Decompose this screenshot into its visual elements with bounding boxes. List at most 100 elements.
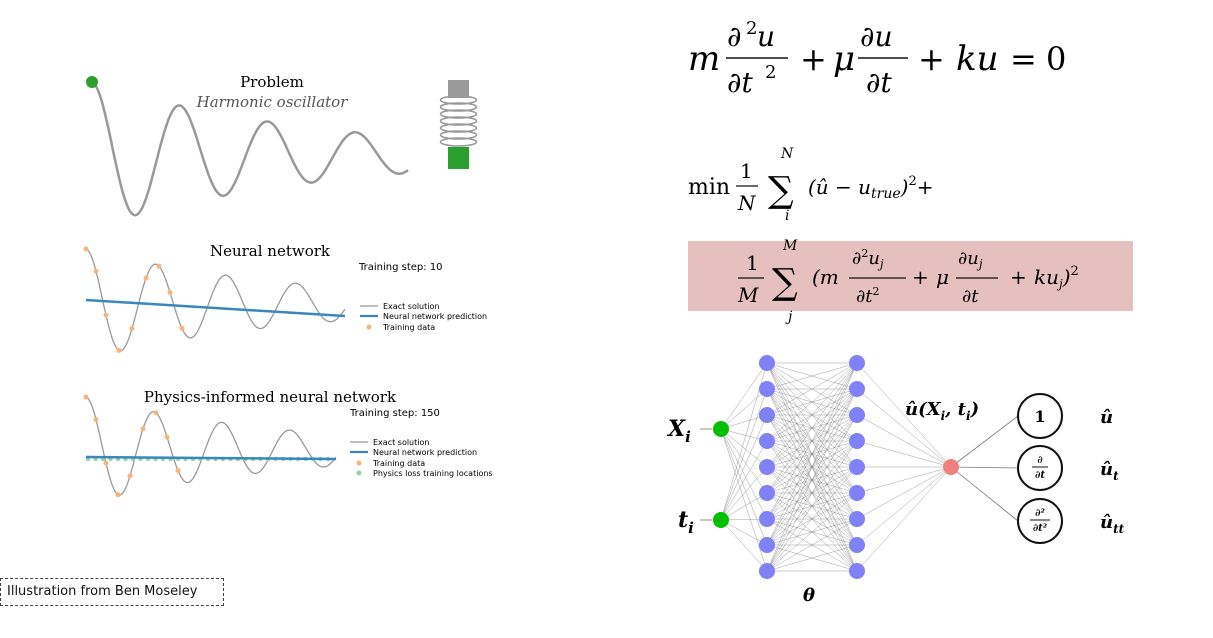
hidden-node (849, 511, 865, 527)
svg-text:∂t2: ∂t2 (856, 285, 880, 307)
start-point (86, 76, 98, 88)
svg-text:∂t: ∂t (962, 286, 979, 307)
svg-text:1: 1 (740, 159, 753, 183)
nn-training-point (116, 347, 122, 353)
nn-prediction-line (85, 298, 346, 318)
pinn-step: Training step: 150 (349, 408, 440, 419)
pinn-training-point (164, 434, 170, 440)
hidden-node (849, 433, 865, 449)
pinn-prediction-line (85, 455, 337, 461)
output-u: û (1100, 407, 1113, 428)
pinn-legend-prediction: Neural network prediction (373, 448, 477, 457)
svg-text:min: min (688, 175, 730, 200)
pinn-training-point (93, 417, 99, 423)
svg-text:∂u: ∂u (860, 20, 893, 53)
operator-nodes: 1 ∂ ∂t ∂² ∂t² (1017, 393, 1063, 544)
pinn-training-point (140, 426, 146, 432)
svg-text:∂2uj: ∂2uj (852, 247, 884, 271)
caption: Illustration from Ben Moseley (0, 578, 224, 606)
nn-legend-prediction: Neural network prediction (383, 312, 487, 321)
nn-training-point (156, 263, 162, 269)
pinn-training-point (103, 460, 109, 466)
svg-text:+: + (1010, 265, 1027, 289)
spring-mass-icon (439, 80, 478, 169)
nn-training-point (93, 268, 99, 274)
svg-text:∑: ∑ (768, 170, 794, 211)
hidden-node (849, 537, 865, 553)
pinn-training-point (153, 410, 159, 416)
svg-text:M: M (782, 238, 798, 254)
nn-training-point (143, 275, 149, 281)
pinn-title: Physics-informed neural network (144, 388, 397, 406)
hidden-node (759, 355, 775, 371)
hidden-node (849, 407, 865, 423)
svg-text:μ: μ (833, 39, 855, 79)
svg-text:N: N (780, 146, 794, 162)
nn-legend: Exact solution Neural network prediction… (360, 302, 487, 332)
svg-text:∑: ∑ (772, 262, 798, 303)
nn-exact-solution-line (85, 248, 346, 352)
svg-text:i: i (785, 208, 789, 224)
nn-step: Training step: 10 (358, 262, 443, 273)
svg-text:∂uj: ∂uj (958, 248, 983, 271)
svg-text:1: 1 (1034, 407, 1045, 426)
output-u-t: ût (1100, 459, 1119, 483)
input-t-label: ti (678, 507, 694, 537)
nn-legend-exact: Exact solution (383, 302, 439, 311)
pinn-legend-physics: Physics loss training locations (373, 469, 493, 478)
hidden-node (759, 537, 775, 553)
nn-training-point (167, 289, 173, 295)
hidden-node (759, 511, 775, 527)
hidden-node (849, 459, 865, 475)
input-node (713, 421, 729, 437)
svg-text:(û − utrue)2+: (û − utrue)2+ (808, 174, 934, 202)
svg-text:∂t: ∂t (727, 66, 753, 99)
hidden-node (759, 381, 775, 397)
svg-text:m: m (688, 39, 720, 79)
svg-text:∂t: ∂t (866, 66, 892, 99)
hidden-node (849, 563, 865, 579)
network-nodes (713, 355, 959, 579)
nn-training-point (83, 246, 89, 252)
svg-text:∂²: ∂² (1035, 508, 1045, 519)
svg-text:ku: ku (956, 39, 999, 79)
pinn-exact-solution-line (85, 396, 337, 496)
svg-text:∂t: ∂t (1035, 470, 1045, 481)
pinn-training-data (83, 394, 181, 498)
svg-text:j: j (785, 309, 793, 325)
svg-text:(m: (m (812, 265, 839, 289)
input-node (713, 512, 729, 528)
physics-loss-equation: 1 M M ∑ j (m ∂2uj ∂t2 + μ ∂uj ∂t + kuj)2 (737, 238, 1079, 325)
pinn-legend-exact: Exact solution (373, 438, 429, 447)
physics-loss-highlight (688, 241, 1133, 311)
nn-legend-training: Training data (382, 323, 435, 332)
nn-training-point (129, 325, 135, 331)
hidden-node (759, 407, 775, 423)
svg-text:M: M (737, 283, 759, 307)
svg-text:+: + (800, 40, 827, 78)
nn-training-point (103, 312, 109, 318)
svg-text:+: + (918, 40, 945, 78)
svg-text:∂t²: ∂t² (1033, 523, 1048, 534)
svg-text:u: u (757, 20, 775, 53)
network-edges (700, 362, 1019, 572)
svg-text:0: 0 (1046, 40, 1066, 78)
nn-training-data (83, 246, 185, 353)
hidden-node (849, 355, 865, 371)
pinn-training-point (115, 492, 121, 498)
hidden-node (849, 485, 865, 501)
nn-training-point (179, 325, 185, 331)
data-loss-equation: min 1 N N ∑ i (û − utrue)2+ (688, 146, 934, 224)
svg-text:+: + (912, 265, 929, 289)
pinn-training-point (83, 394, 89, 400)
svg-text:=: = (1010, 40, 1037, 78)
output-function-label: û(Xi, ti) (905, 399, 979, 423)
problem-title: Problem (240, 73, 304, 91)
pinn-legend-training: Training data (372, 459, 425, 468)
hidden-node (849, 381, 865, 397)
problem-subtitle: Harmonic oscillator (196, 93, 349, 111)
hidden-node (759, 563, 775, 579)
svg-text:∂: ∂ (727, 20, 741, 53)
